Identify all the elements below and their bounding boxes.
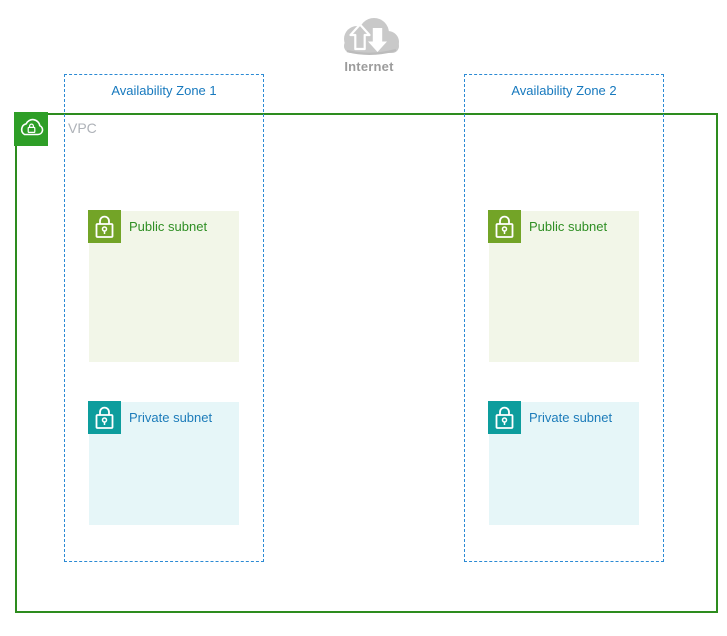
- upload-arrow-icon: [349, 23, 371, 51]
- vpc-icon: [14, 112, 48, 146]
- public-subnet-icon: [88, 210, 121, 243]
- private-subnet-icon: [488, 401, 521, 434]
- public-subnet-label: Public subnet: [529, 219, 608, 234]
- internet-icon: [344, 18, 399, 55]
- public-subnet-az1: Public subnet: [88, 210, 239, 362]
- availability-zone-1: Availability Zone 1 Public subnet: [64, 74, 264, 562]
- vpc-label: VPC: [68, 120, 97, 136]
- availability-zone-2-label: Availability Zone 2: [511, 83, 617, 98]
- download-arrow-icon: [368, 28, 387, 52]
- private-subnet-icon: [88, 401, 121, 434]
- availability-zone-2: Availability Zone 2 Public subnet: [464, 74, 664, 562]
- public-subnet-icon: [488, 210, 521, 243]
- private-subnet-az2: Private subnet: [488, 401, 639, 525]
- public-subnet-label: Public subnet: [129, 219, 208, 234]
- private-subnet-az1: Private subnet: [88, 401, 239, 525]
- internet-group: Internet: [304, 12, 434, 74]
- vpc-container: [15, 113, 718, 613]
- internet-label: Internet: [344, 59, 394, 74]
- private-subnet-label: Private subnet: [529, 410, 613, 425]
- private-subnet-label: Private subnet: [129, 410, 213, 425]
- availability-zone-1-label: Availability Zone 1: [111, 83, 217, 98]
- public-subnet-az2: Public subnet: [488, 210, 639, 362]
